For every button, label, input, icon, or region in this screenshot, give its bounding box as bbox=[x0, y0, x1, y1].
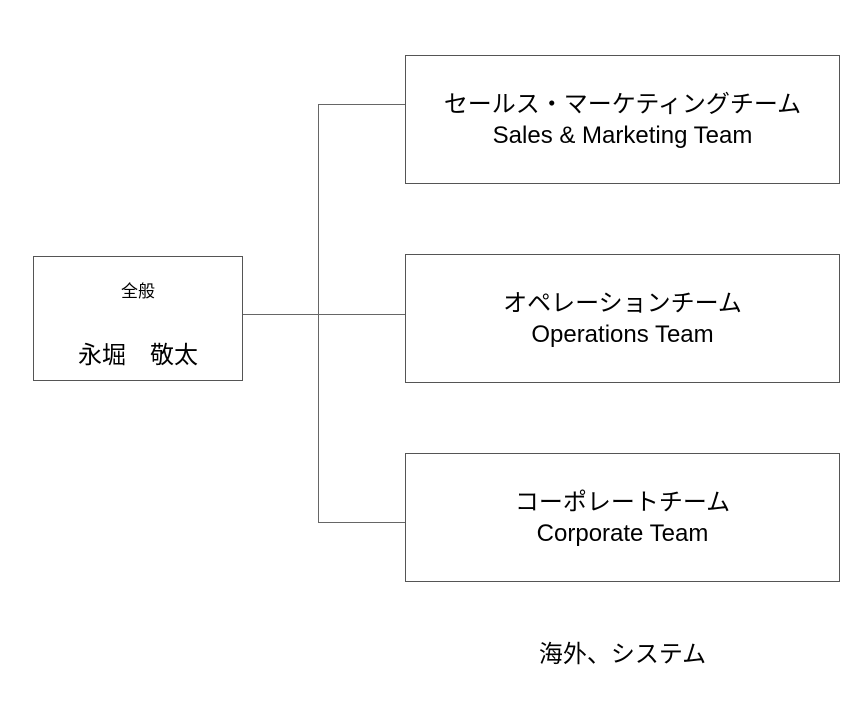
team-name-jp: セールス・マーケティングチーム bbox=[443, 89, 802, 118]
team-name-en: Corporate Team bbox=[536, 519, 709, 547]
root-node: 全般 永堀 敬太 bbox=[33, 256, 243, 381]
team-node-operations: オペレーションチーム Operations Team bbox=[405, 254, 840, 383]
root-caption: 全般 bbox=[121, 282, 155, 302]
team-node-sales-marketing: セールス・マーケティングチーム Sales & Marketing Team bbox=[405, 55, 840, 184]
connector-trunk-vertical bbox=[318, 104, 319, 523]
team-name-jp: オペレーションチーム bbox=[503, 288, 742, 317]
team-name-en: Sales & Marketing Team bbox=[492, 121, 753, 149]
connector-branch-sales bbox=[318, 104, 405, 105]
team-node-corporate: コーポレートチーム Corporate Team bbox=[405, 453, 840, 582]
team-name-jp: コーポレートチーム bbox=[514, 487, 731, 516]
connector-branch-corporate bbox=[318, 522, 405, 523]
connector-root-horizontal bbox=[243, 314, 405, 315]
team-name-en: Operations Team bbox=[531, 320, 714, 348]
footer-note: 海外、システム bbox=[538, 640, 707, 668]
root-person-name: 永堀 敬太 bbox=[78, 341, 198, 369]
